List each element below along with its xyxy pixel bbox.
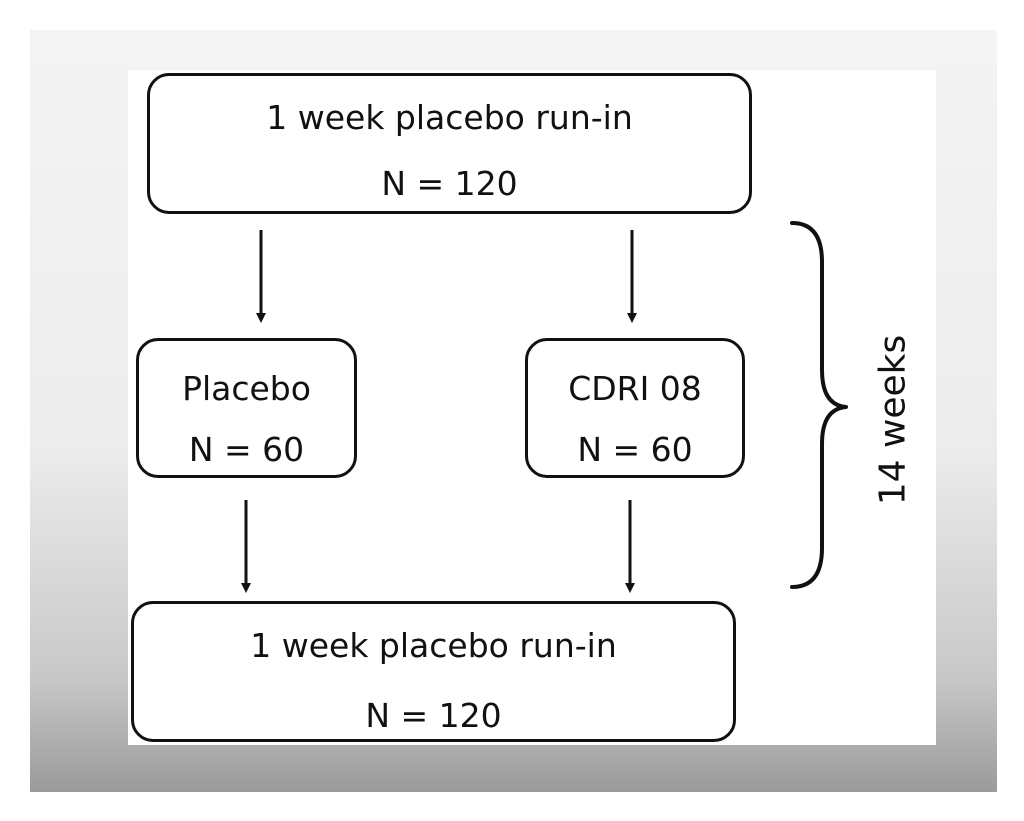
- run-in-end-box: 1 week placebo run-in N = 120: [131, 601, 736, 742]
- cdri-box: CDRI 08 N = 60: [525, 338, 745, 478]
- placebo-box: Placebo N = 60: [136, 338, 357, 478]
- run-in-end-count: N = 120: [365, 696, 502, 735]
- duration-brace: [790, 221, 848, 589]
- placebo-count: N = 60: [188, 430, 305, 469]
- duration-label: 14 weeks: [872, 334, 914, 506]
- run-in-start-title: 1 week placebo run-in: [266, 98, 633, 137]
- run-in-start-box: 1 week placebo run-in N = 120: [147, 73, 752, 214]
- cdri-count: N = 60: [577, 430, 693, 469]
- cdri-title: CDRI 08: [568, 369, 702, 408]
- run-in-start-count: N = 120: [381, 164, 518, 203]
- placebo-title: Placebo: [182, 369, 311, 408]
- run-in-end-title: 1 week placebo run-in: [250, 626, 617, 665]
